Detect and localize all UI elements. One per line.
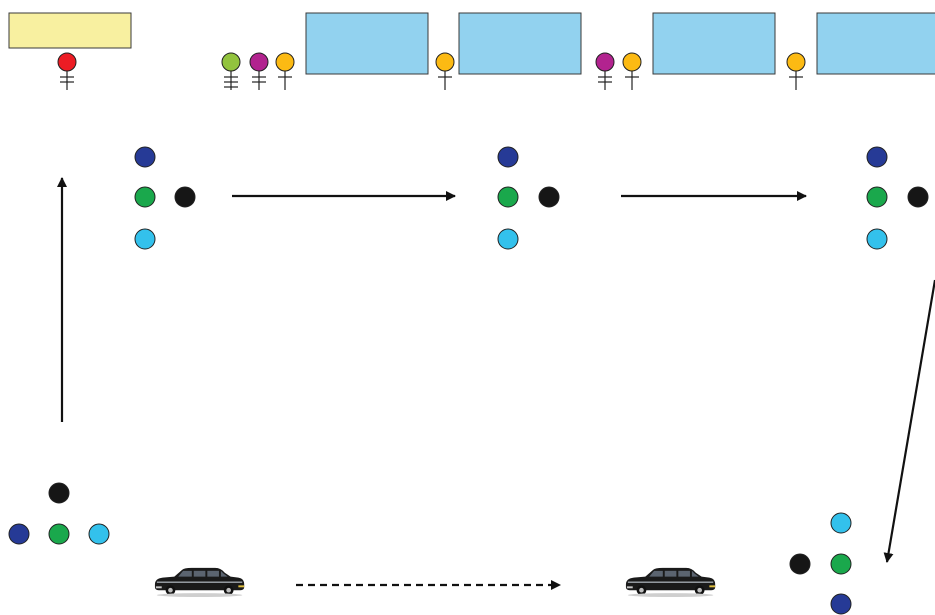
node-dot-navy	[866, 146, 888, 168]
station-box-5	[816, 12, 935, 75]
station-box-1	[8, 12, 132, 49]
token-circle	[221, 52, 241, 72]
node-cluster-cluster-d	[8, 482, 110, 545]
station-box-3	[458, 12, 582, 75]
token-circle	[435, 52, 455, 72]
node-dot-green	[134, 186, 156, 208]
node-dot-cyan	[134, 228, 156, 250]
limousine-icon	[625, 567, 716, 598]
node-dot-black	[789, 553, 811, 575]
flow-arrow-cluster-c-to-cluster-e	[883, 279, 935, 563]
node-clusters	[8, 146, 929, 615]
female-symbol-icon	[595, 52, 615, 90]
node-dot-green	[497, 186, 519, 208]
station-boxes	[8, 12, 935, 75]
token-circle	[275, 52, 295, 72]
node-dot-navy	[497, 146, 519, 168]
node-dot-black	[174, 186, 196, 208]
female-symbol-icon	[435, 52, 455, 90]
node-dot-navy	[134, 146, 156, 168]
token-circle	[249, 52, 269, 72]
token-circle	[622, 52, 642, 72]
station-box-4	[652, 12, 776, 75]
node-dot-cyan	[88, 523, 110, 545]
female-symbol-icon	[786, 52, 806, 90]
node-dot-green	[830, 553, 852, 575]
node-dot-navy	[8, 523, 30, 545]
limousine-icon	[154, 567, 245, 598]
station-box-2	[305, 12, 429, 75]
node-dot-navy	[830, 593, 852, 615]
female-symbol-icon	[57, 52, 77, 90]
female-symbol-icon	[249, 52, 269, 90]
female-symbol-icon	[221, 52, 241, 90]
node-dot-green	[48, 523, 70, 545]
female-symbol-icon	[622, 52, 642, 90]
node-dot-cyan	[497, 228, 519, 250]
node-dot-green	[866, 186, 888, 208]
token-circle	[786, 52, 806, 72]
female-tokens	[57, 52, 806, 90]
node-dot-cyan	[830, 512, 852, 534]
node-cluster-cluster-e	[789, 512, 852, 615]
vehicles	[154, 567, 716, 598]
node-cluster-cluster-b	[497, 146, 560, 250]
node-dot-black	[48, 482, 70, 504]
token-circle	[595, 52, 615, 72]
node-dot-black	[538, 186, 560, 208]
node-dot-black	[907, 186, 929, 208]
node-dot-cyan	[866, 228, 888, 250]
node-cluster-cluster-c	[866, 146, 929, 250]
node-cluster-cluster-a	[134, 146, 196, 250]
female-symbol-icon	[275, 52, 295, 90]
flow-arrows	[57, 177, 935, 590]
token-circle	[57, 52, 77, 72]
